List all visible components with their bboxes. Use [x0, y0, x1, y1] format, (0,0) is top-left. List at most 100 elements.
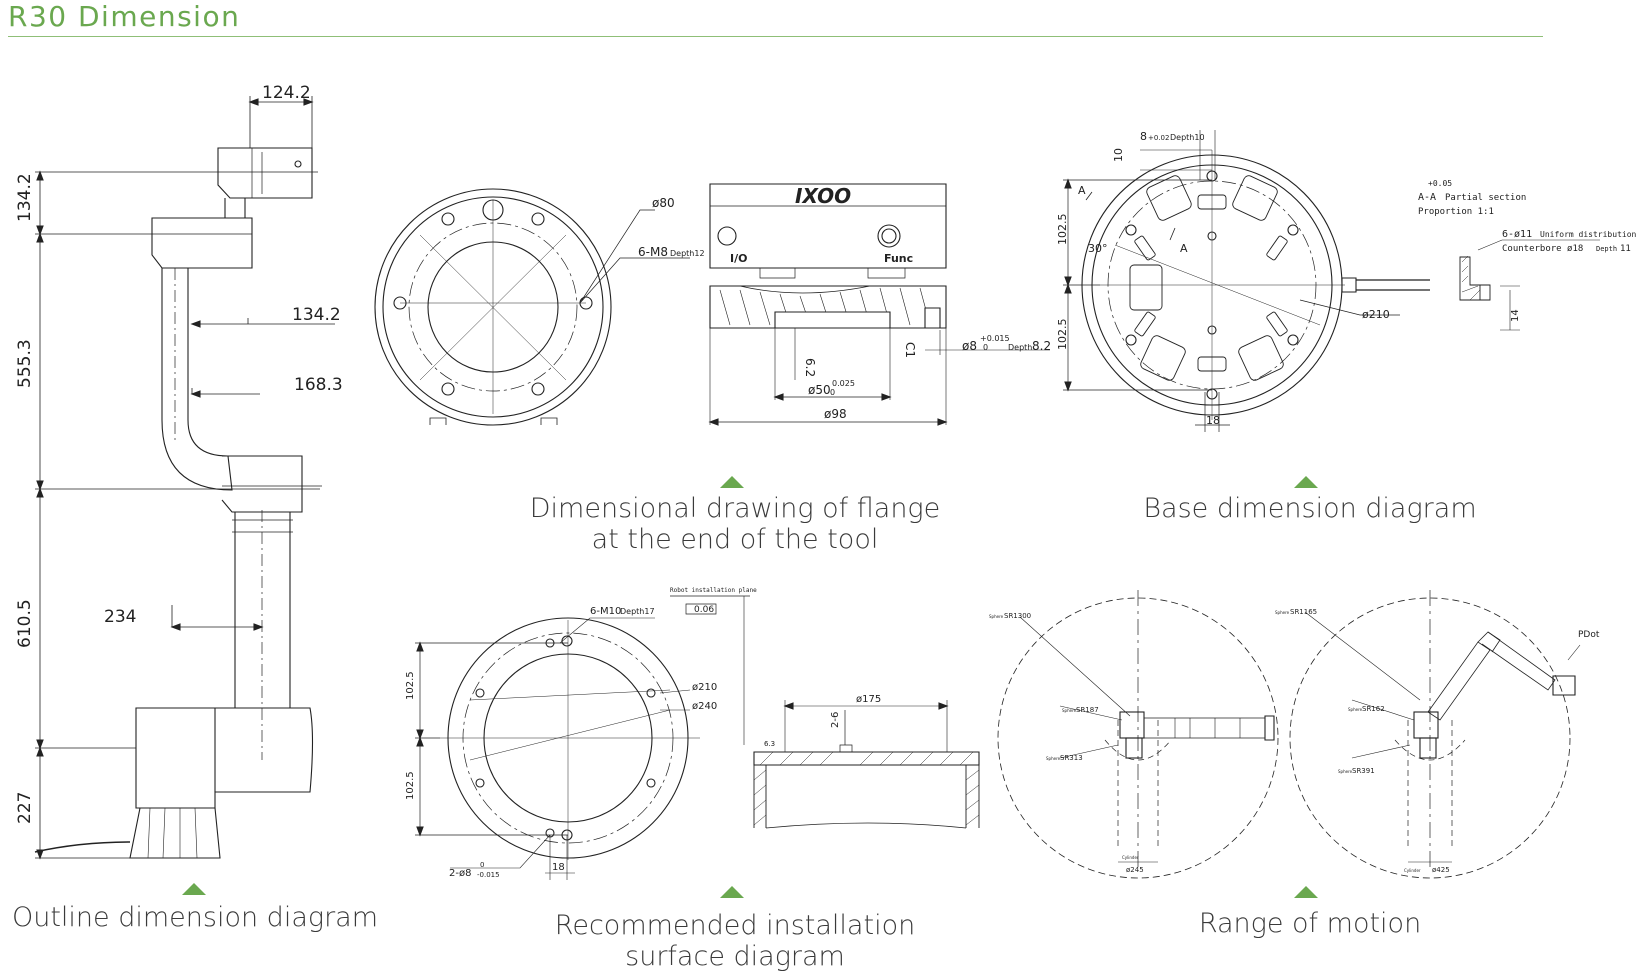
base-dim-30: 30° [1088, 242, 1108, 255]
flange-dim-50-tol: 0.025 [832, 379, 855, 388]
title-divider [8, 36, 1543, 37]
base-section-title: A-A [1418, 192, 1436, 203]
flange-logo: IXOO [795, 184, 851, 208]
base-caption-marker [1294, 476, 1318, 488]
motion-right-sphere-3: Sphere [1338, 769, 1353, 774]
base-label-a2: A [1180, 242, 1188, 255]
base-counterbore-val: 11 [1620, 244, 1631, 254]
motion-left-sr313: SR313 [1060, 754, 1083, 762]
motion-right-d425: ø425 [1432, 866, 1450, 874]
base-section-prop: Proportion 1:1 [1418, 207, 1494, 217]
motion-left-sr1300: SR1300 [1004, 612, 1031, 620]
install-dim-pins-tol: -0.015 [477, 871, 500, 879]
install-dim-63: 6.3 [764, 740, 775, 748]
outline-caption-marker [182, 883, 206, 895]
base-dim-1025a: 102.5 [1056, 214, 1069, 246]
flange-caption: Dimensional drawing of flange at the end… [500, 493, 970, 555]
outline-caption: Outline dimension diagram [10, 902, 380, 933]
base-caption-line: Base dimension diagram [1143, 493, 1477, 524]
flange-caption-marker [720, 476, 744, 488]
flange-func-label: Func [884, 252, 913, 265]
install-caption: Recommended installation surface diagram [525, 910, 945, 972]
flange-dim-m8: 6-M8 [638, 245, 668, 259]
motion-left-d245: ø245 [1126, 866, 1144, 874]
flange-dim-m8-depth: Depth12 [670, 249, 705, 258]
flange-dim-8-tol-low: 0 [983, 343, 988, 352]
base-dim-1025b: 102.5 [1056, 319, 1069, 351]
motion-caption-line: Range of motion [1198, 908, 1422, 939]
install-caption-line1: Recommended installation [554, 910, 916, 941]
flange-dim-50-tol-low: 0 [830, 388, 835, 397]
motion-left-sphere-1: Sphere [989, 614, 1004, 619]
motion-left-sr187: SR187 [1076, 706, 1099, 714]
flange-caption-line2: at the end of the tool [591, 524, 879, 555]
base-top-view [1063, 130, 1600, 432]
install-dim-18: 18 [552, 862, 565, 873]
install-dim-m10-depth: Depth17 [620, 607, 655, 616]
flange-dim-8: ø8 [962, 339, 977, 353]
install-top-view [415, 595, 750, 880]
flange-dim-62: 6.2 [803, 358, 817, 377]
outline-dim-w2: 168.3 [294, 375, 343, 395]
install-dim-1025a: 102.5 [405, 671, 416, 700]
base-counterbore-depth: Depth [1596, 245, 1617, 253]
motion-right-view [1289, 590, 1581, 879]
base-counterbore: Counterbore ø18 [1502, 244, 1583, 254]
install-dim-1025b: 102.5 [405, 771, 416, 800]
install-dim-m10: 6-M10 [590, 606, 621, 617]
install-dim-210: ø210 [692, 682, 717, 693]
motion-right-sr391: SR391 [1352, 767, 1375, 775]
flange-front-view [374, 188, 690, 426]
install-flatness: 0.06 [694, 605, 714, 615]
flange-dim-8-val: 8.2 [1032, 339, 1051, 353]
install-section-view [753, 700, 980, 829]
outline-dim-h1: 134.2 [15, 173, 35, 222]
flange-dim-8-tol-up: +0.015 [980, 334, 1010, 343]
motion-left-sphere-2: Sphere [1062, 708, 1077, 713]
flange-dim-8-depth: Depth [1008, 343, 1032, 352]
base-label-a1: A [1078, 184, 1086, 197]
motion-pdot-label: PDot [1578, 630, 1600, 640]
base-dim-top: 8 [1140, 130, 1147, 143]
motion-caption-marker [1294, 886, 1318, 898]
base-section-tol: +0.05 [1428, 179, 1452, 188]
base-holes-note: Uniform distribution [1540, 230, 1637, 239]
motion-left-view [997, 590, 1279, 879]
flange-dim-c1: C1 [903, 342, 917, 358]
page-title: R30 Dimension [8, 0, 241, 33]
flange-io-label: I/O [730, 252, 747, 265]
flange-dim-80: ø80 [652, 196, 675, 210]
motion-right-sphere-1: Sphere [1275, 610, 1290, 615]
base-dim-top-tol: +0.02 [1148, 134, 1169, 142]
outline-dim-h4: 227 [15, 792, 35, 824]
motion-caption: Range of motion [1110, 908, 1510, 939]
flange-dim-50: ø50 [808, 383, 831, 397]
install-dim-pins-tol-up: 0 [480, 861, 484, 869]
outline-dim-h2: 555.3 [15, 339, 35, 388]
base-dim-18: 18 [1206, 414, 1220, 427]
motion-left-sphere-3: Sphere [1046, 756, 1061, 761]
motion-right-cylinder: Cylinder [1404, 868, 1421, 873]
outline-caption-line: Outline dimension diagram [11, 902, 379, 933]
outline-dim-top: 124.2 [262, 83, 311, 103]
motion-left-cylinder: Cylinder [1122, 855, 1139, 860]
motion-right-sphere-2: Sphere [1348, 707, 1363, 712]
install-caption-line2: surface diagram [625, 941, 845, 972]
install-caption-marker [720, 886, 744, 898]
base-section-sub: Partial section [1445, 193, 1526, 203]
base-dim-14: 14 [1510, 309, 1521, 322]
base-holes: 6-ø11 [1502, 229, 1532, 240]
motion-right-sr162: SR162 [1362, 705, 1385, 713]
install-dim-240: ø240 [692, 701, 717, 712]
outline-dim-h3: 610.5 [15, 599, 35, 648]
base-caption: Base dimension diagram [1110, 493, 1510, 524]
motion-right-sr1165: SR1165 [1290, 608, 1317, 616]
install-plane-label: Robot installation plane [670, 587, 757, 594]
flange-section-view [708, 183, 1050, 426]
base-dim-210: ø210 [1362, 308, 1390, 321]
outline-dim-w3: 234 [104, 607, 136, 627]
outline-diagram [34, 96, 335, 860]
install-dim-26: 2-6 [830, 712, 841, 728]
flange-caption-line1: Dimensional drawing of flange [529, 493, 941, 524]
